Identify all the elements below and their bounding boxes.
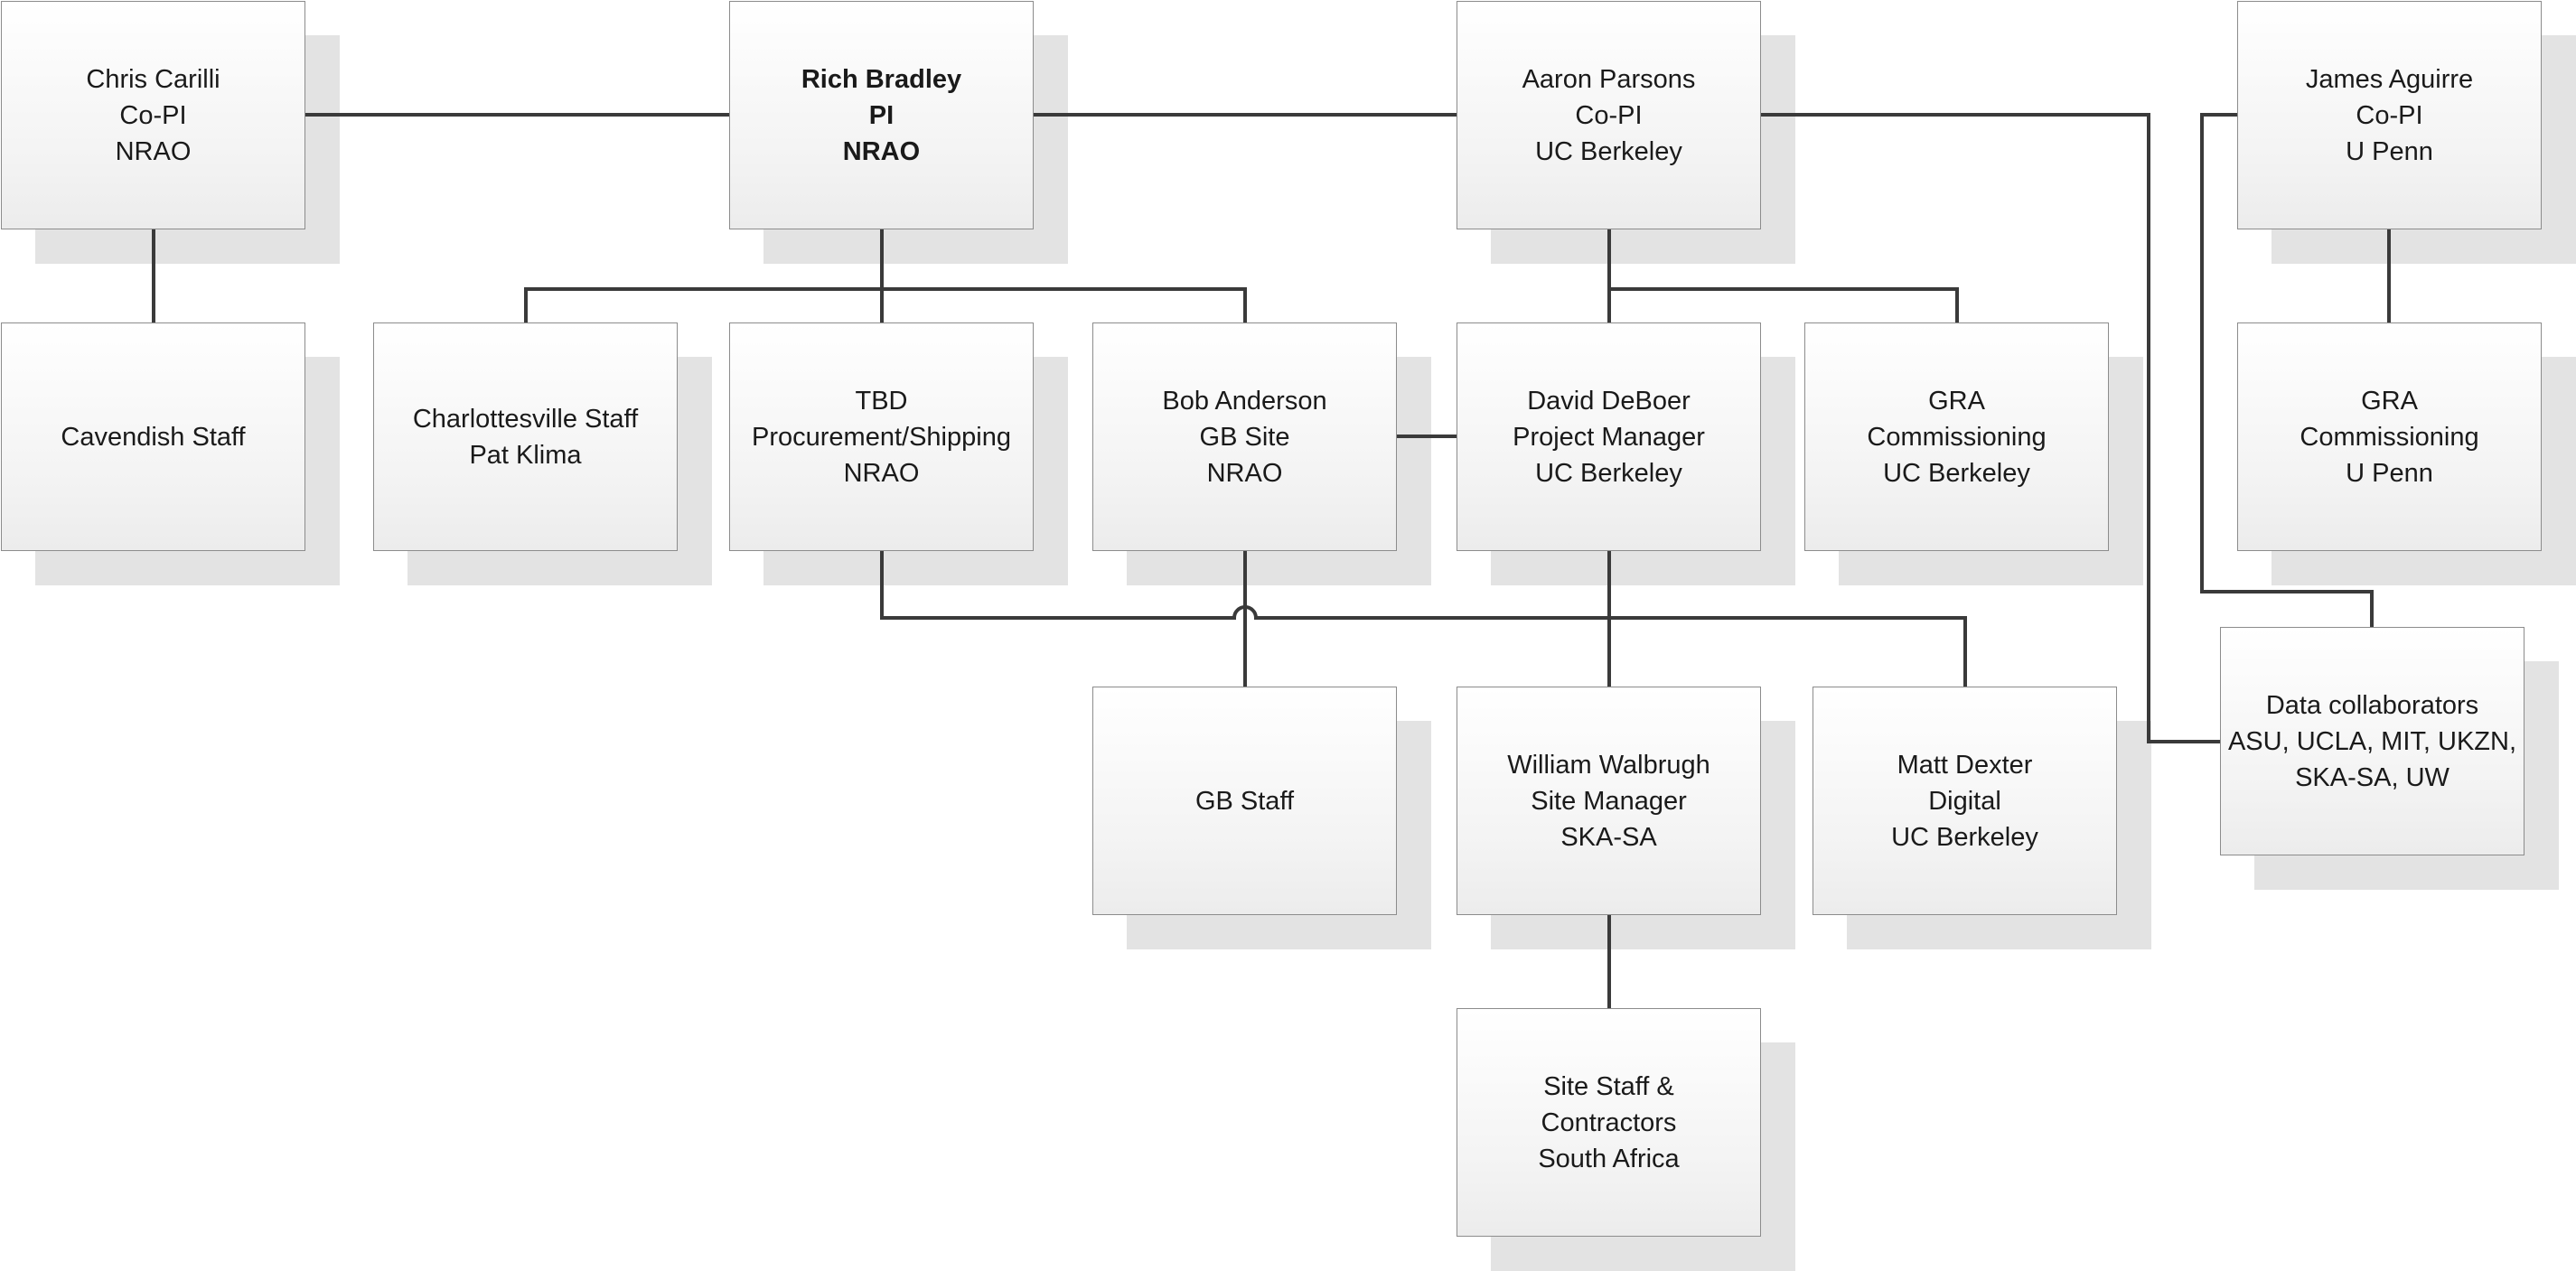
- org-box-line: NRAO: [843, 458, 920, 488]
- org-box-line: PI: [868, 100, 895, 130]
- org-box-line: GRA: [2361, 386, 2418, 416]
- org-box-line: William Walbrugh: [1507, 750, 1710, 780]
- org-box-line: Cavendish Staff: [61, 422, 246, 452]
- org-box-line: Commissioning: [2300, 422, 2479, 452]
- org-box-line: NRAO: [842, 136, 921, 166]
- org-box-gra-berkeley: GRA Commissioning UC Berkeley: [1804, 322, 2109, 551]
- org-box-line: SKA-SA: [1560, 822, 1657, 852]
- org-box-line: Procurement/Shipping: [752, 422, 1011, 452]
- org-box-line: Contractors: [1541, 1107, 1677, 1137]
- org-box-line: Digital: [1928, 786, 2001, 816]
- connector-aguirre-collaborators: [2200, 113, 2374, 627]
- org-box-line: Chris Carilli: [86, 64, 220, 94]
- org-box-line: UC Berkeley: [1535, 458, 1682, 488]
- org-box-line: Co-PI: [1575, 100, 1643, 130]
- org-box-gb-staff: GB Staff: [1092, 687, 1397, 915]
- connector-parsons-gra: [1609, 287, 1959, 322]
- connector-parsons-collaborators: [1761, 113, 2220, 743]
- org-box-line: South Africa: [1538, 1144, 1680, 1173]
- org-box-line: Pat Klima: [469, 440, 582, 470]
- connector-bradley-branch: [524, 287, 1247, 322]
- org-box-line: SKA-SA, UW: [2295, 762, 2450, 792]
- org-box-line: Bob Anderson: [1162, 386, 1327, 416]
- org-box-line: Rich Bradley: [801, 64, 962, 94]
- org-box-line: Matt Dexter: [1897, 750, 2033, 780]
- org-box-line: David DeBoer: [1527, 386, 1691, 416]
- org-box-line: Aaron Parsons: [1522, 64, 1696, 94]
- org-box-line: NRAO: [115, 136, 192, 166]
- org-box-line: Site Manager: [1531, 786, 1687, 816]
- org-box-line: Project Manager: [1513, 422, 1705, 452]
- org-box-line: James Aguirre: [2305, 64, 2474, 94]
- org-box-line: UC Berkeley: [1891, 822, 2038, 852]
- org-box-line: UC Berkeley: [1535, 136, 1682, 166]
- org-box-line: Charlottesville Staff: [412, 404, 639, 434]
- org-box-line: GB Staff: [1194, 786, 1295, 816]
- org-box-cavendish: Cavendish Staff: [1, 322, 305, 551]
- org-box-line: GRA: [1928, 386, 1985, 416]
- org-box-line: Commissioning: [1867, 422, 2047, 452]
- org-box-line: Site Staff &: [1543, 1071, 1674, 1101]
- org-box-line: GB Site: [1199, 422, 1290, 452]
- org-box-line: U Penn: [2346, 136, 2433, 166]
- org-box-line: TBD: [855, 386, 908, 416]
- org-box-line: ASU, UCLA, MIT, UKZN,: [2227, 726, 2517, 756]
- connector-lower-bus: [880, 551, 1967, 687]
- org-box-line: UC Berkeley: [1883, 458, 2030, 488]
- org-box-line: Co-PI: [2356, 100, 2423, 130]
- org-box-line: Data collaborators: [2265, 690, 2479, 720]
- org-box-line: U Penn: [2346, 458, 2433, 488]
- org-box-line: NRAO: [1206, 458, 1283, 488]
- org-box-line: Co-PI: [119, 100, 187, 130]
- org-box-gra-penn: GRA Commissioning U Penn: [2237, 322, 2542, 551]
